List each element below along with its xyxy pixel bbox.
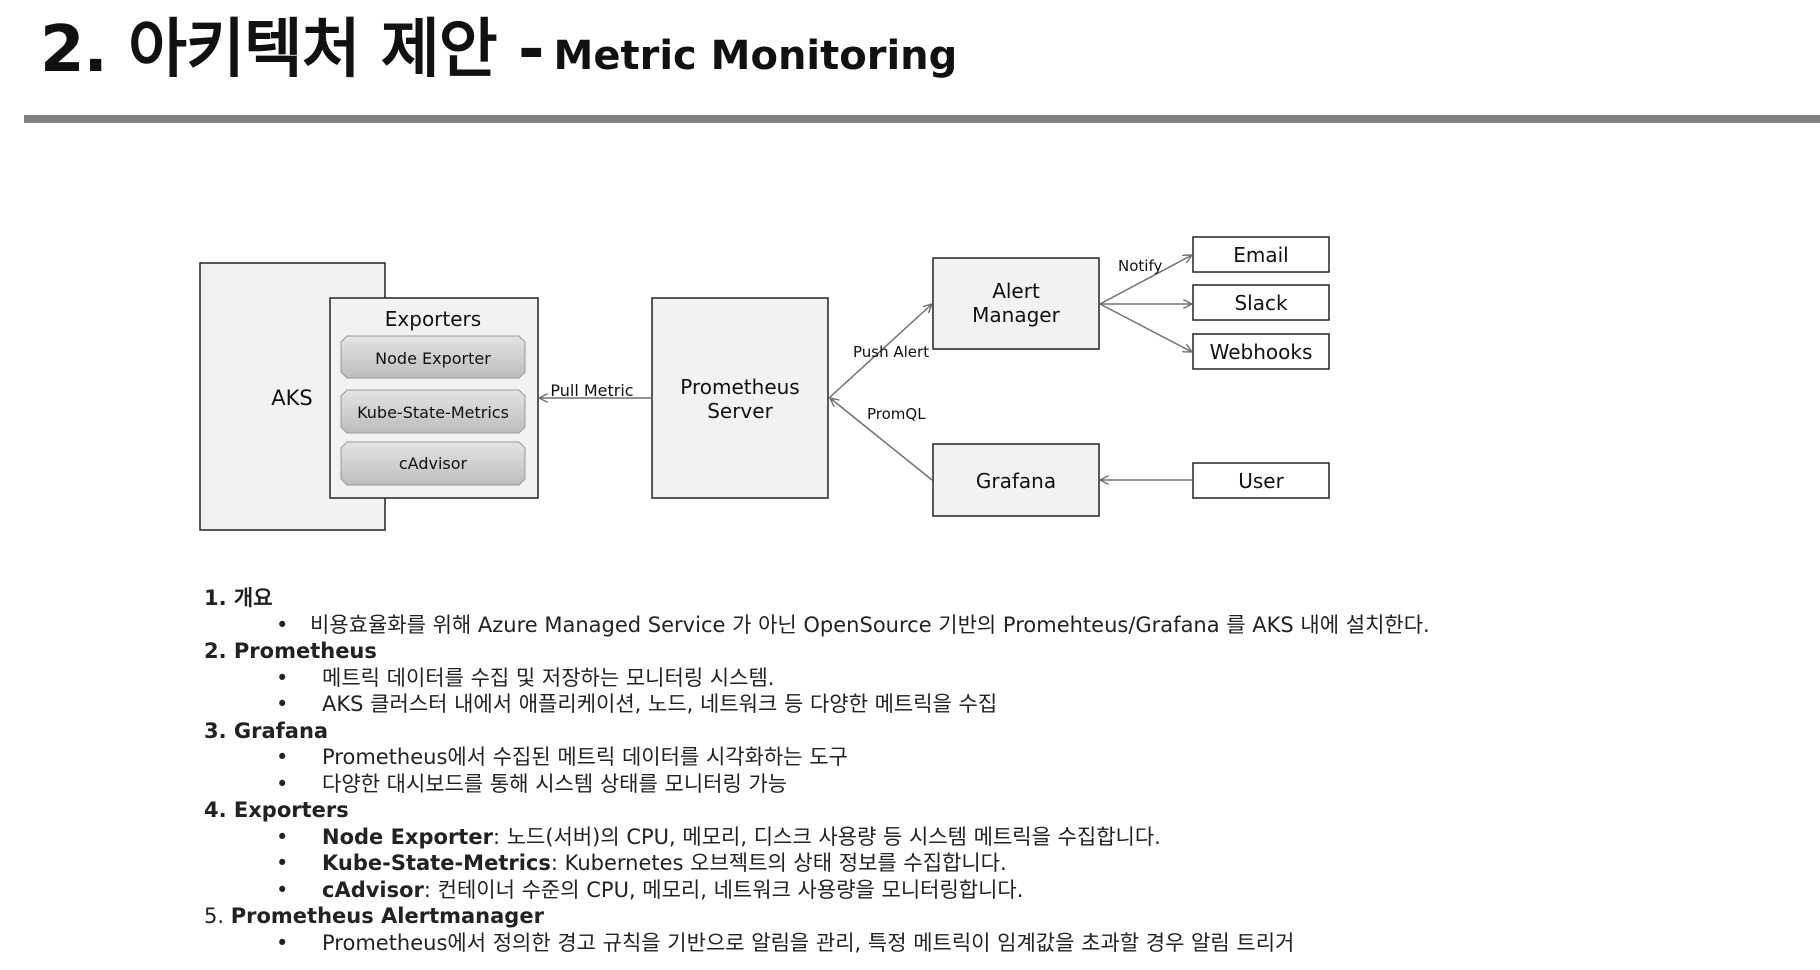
section-alertmanager-title: 5. Prometheus Alertmanager (204, 904, 544, 928)
list-item: •Prometheus에서 정의한 경고 규칙을 기반으로 알림을 관리, 특정… (276, 930, 1295, 955)
slack-label: Slack (1234, 291, 1288, 315)
page-title-sub: Metric Monitoring (553, 33, 958, 79)
page-title: 2. 아키텍처 제안 -Metric Monitoring (40, 18, 957, 82)
list-item: •메트릭 데이터를 수집 및 저장하는 모니터링 시스템. (276, 665, 775, 690)
list-item: •다양한 대시보드를 통해 시스템 상태를 모니터링 가능 (276, 771, 788, 796)
kube-state-metrics-box: Kube-State-Metrics (340, 389, 526, 434)
webhooks-label: Webhooks (1210, 340, 1313, 364)
exporters-label: Exporters (385, 307, 481, 331)
kube-state-metrics-label: Kube-State-Metrics (357, 403, 509, 422)
slack-box (1192, 284, 1330, 321)
section-overview-title: 1. 개요 (204, 586, 273, 610)
user-label: User (1238, 469, 1284, 493)
page-title-main: 2. 아키텍처 제안 - (40, 13, 545, 87)
grafana-box (932, 443, 1100, 517)
edge-push-alert (828, 304, 932, 399)
edge-notify-email (1099, 255, 1192, 305)
edge-promql-label: PromQL (867, 405, 926, 423)
prometheus-server-box (651, 297, 829, 499)
alert-manager-label-2: Manager (972, 303, 1060, 327)
email-label: Email (1233, 243, 1289, 267)
edge-notify-webhooks (1099, 303, 1192, 352)
section-exporters-title: 4. Exporters (204, 798, 349, 822)
section-grafana-title: 3. Grafana (204, 718, 329, 743)
edge-pull-metric-label: Pull Metric (550, 381, 633, 400)
notes-section: 1. 개요 •비용효율화를 위해 Azure Managed Service 가… (204, 585, 1804, 956)
list-item: •Kube-State-Metrics: Kubernetes 오브젝트의 상태… (276, 851, 1007, 875)
cadvisor-label: cAdvisor (399, 454, 468, 473)
grafana-label: Grafana (976, 469, 1056, 493)
edge-promql (830, 398, 933, 481)
prometheus-server-label-2: Server (707, 399, 773, 423)
edge-push-alert-label: Push Alert (853, 343, 929, 361)
list-item: •Prometheus에서 수집된 메트릭 데이터를 시각화하는 도구 (276, 745, 848, 769)
node-exporter-label: Node Exporter (375, 349, 491, 368)
edge-notify-label: Notify (1118, 257, 1162, 275)
prometheus-server-label-1: Prometheus (680, 375, 799, 399)
list-item: •AKS 클러스터 내에서 애플리케이션, 노드, 네트워크 등 다양한 메트릭… (276, 692, 998, 716)
aks-label: AKS (271, 386, 312, 410)
section-prometheus-title: 2. Prometheus (204, 639, 377, 663)
webhooks-box (1192, 333, 1330, 370)
node-exporter-box: Node Exporter (340, 335, 526, 379)
architecture-diagram: AKS Exporters Node Exporter Kube-State-M… (199, 236, 1330, 531)
alert-manager-label-1: Alert (992, 279, 1040, 303)
list-item: •비용효율화를 위해 Azure Managed Service 가 아닌 Op… (276, 612, 1430, 637)
cadvisor-box: cAdvisor (340, 441, 526, 486)
list-item: •Node Exporter: 노드(서버)의 CPU, 메모리, 디스크 사용… (276, 824, 1161, 849)
title-divider (24, 115, 1820, 123)
email-box (1192, 236, 1330, 273)
list-item: •cAdvisor: 컨테이너 수준의 CPU, 메모리, 네트워크 사용량을 … (276, 877, 1024, 902)
